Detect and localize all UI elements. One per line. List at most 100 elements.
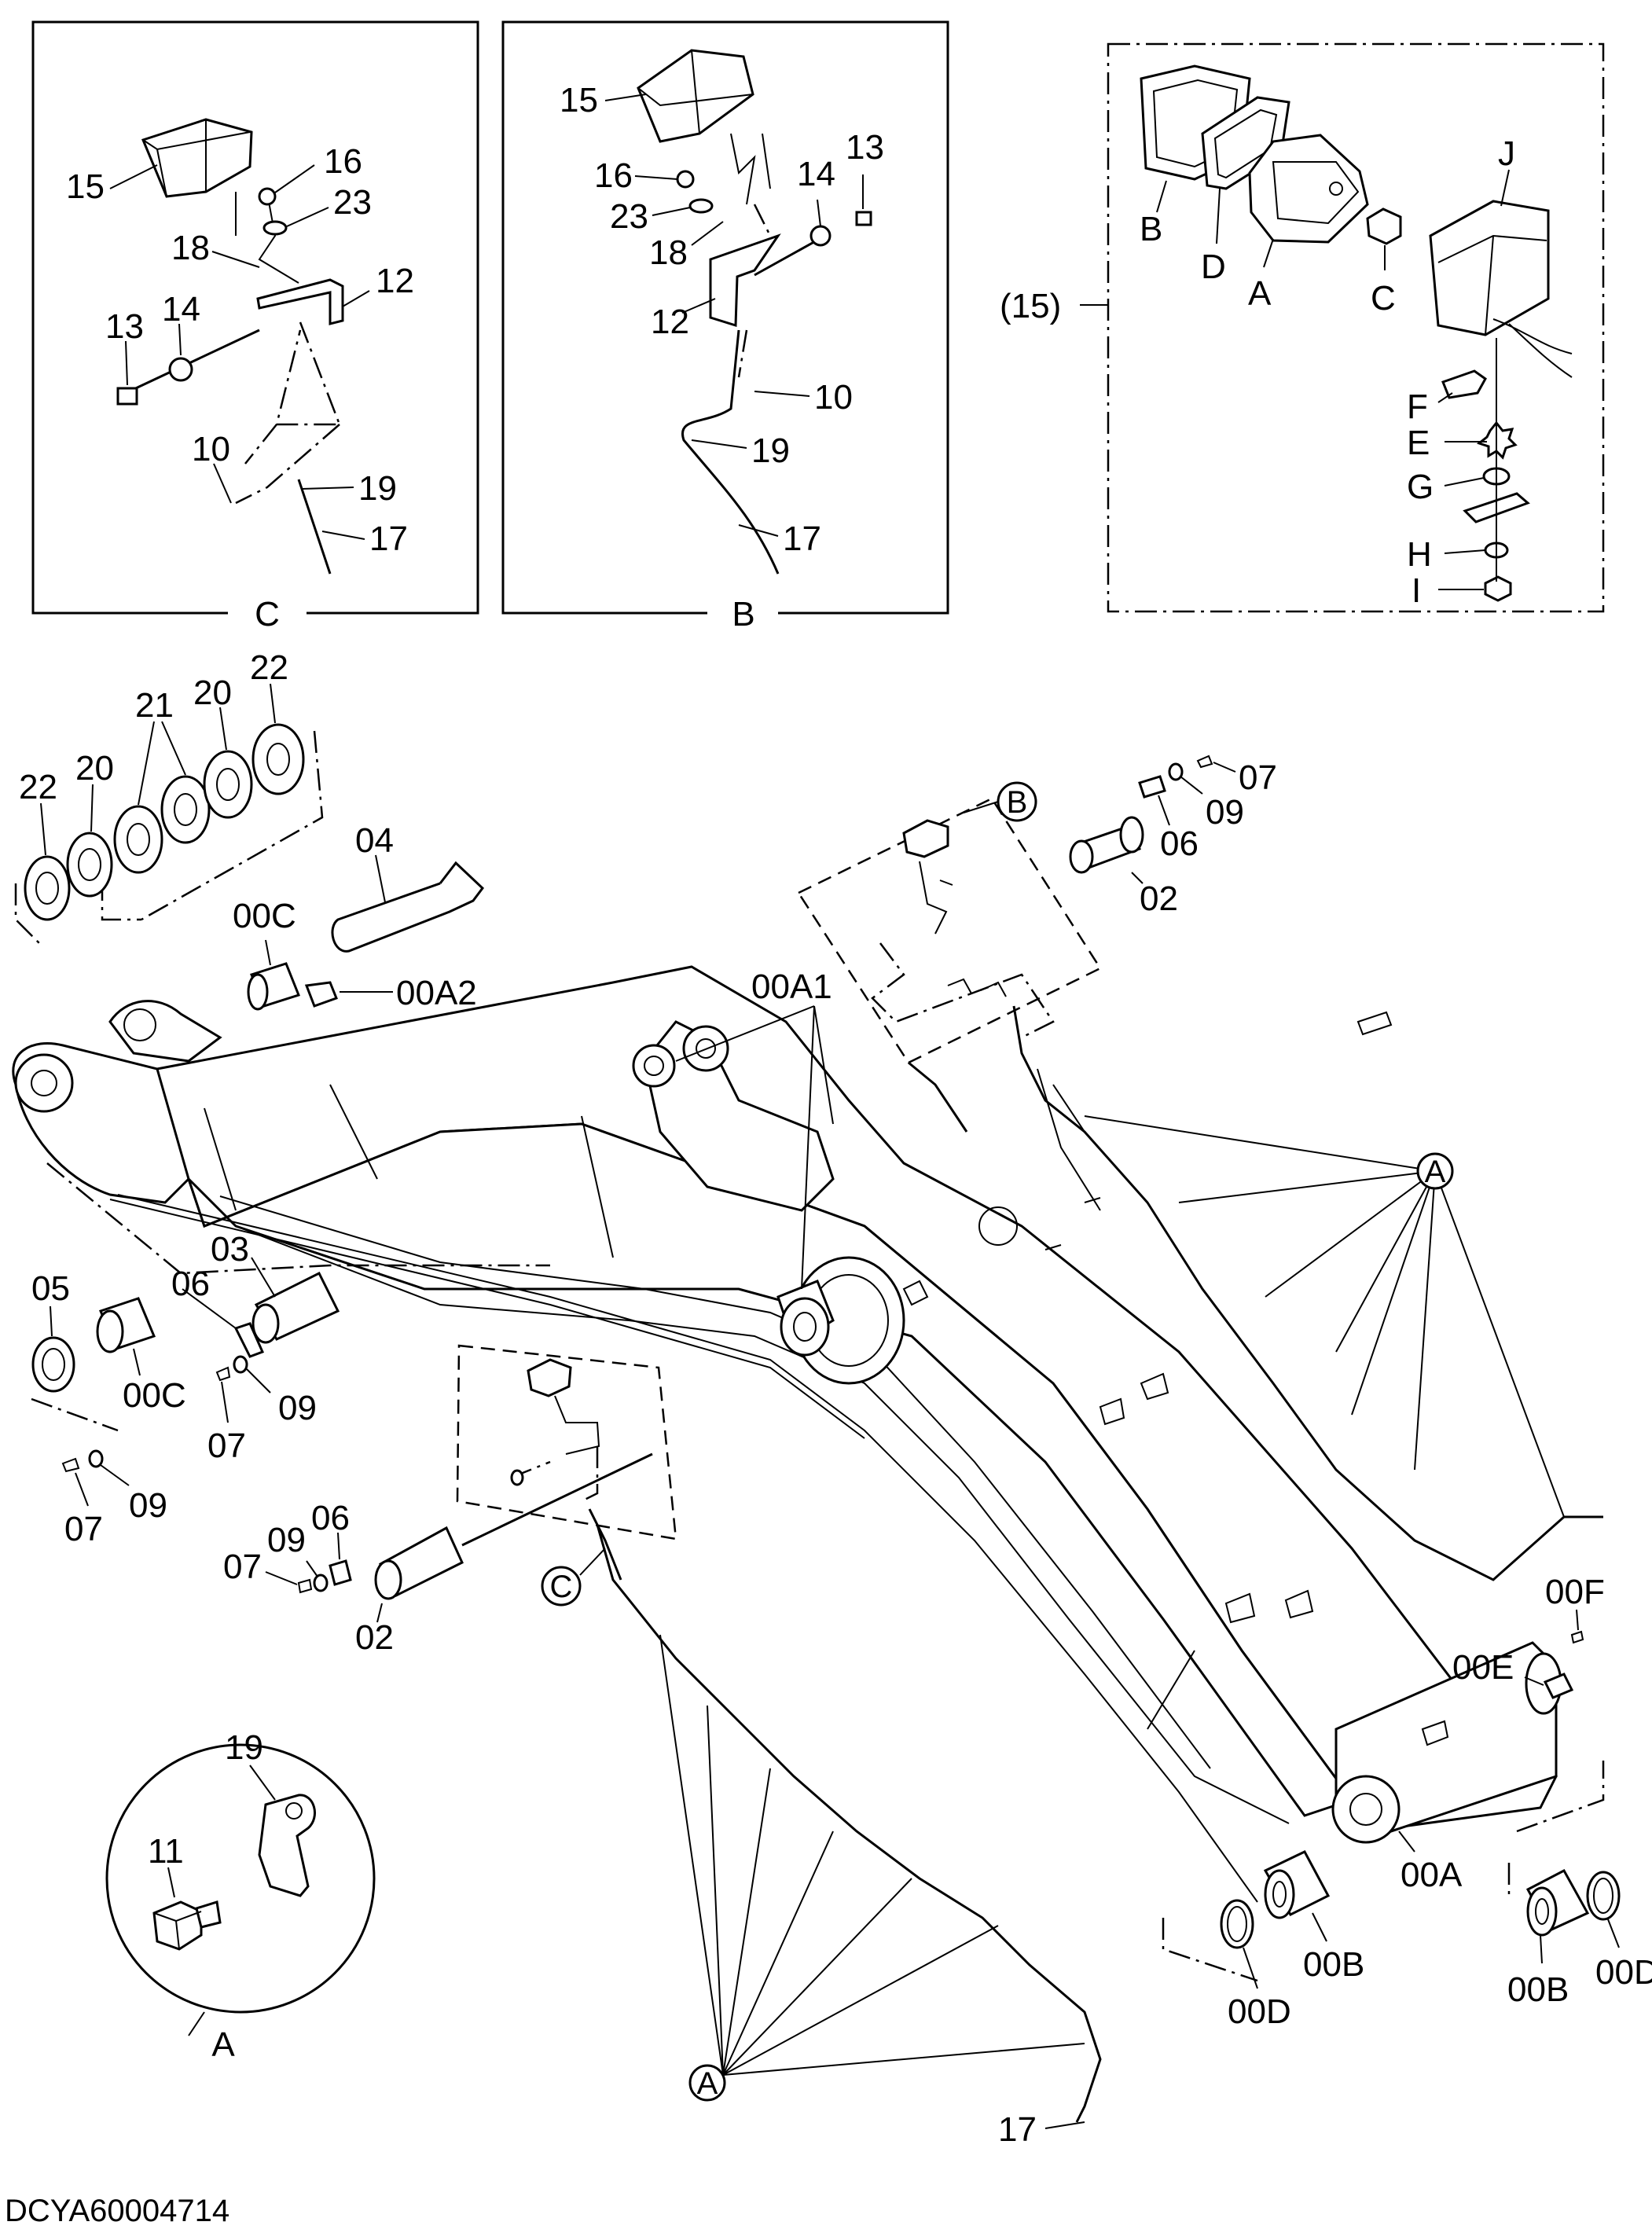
boom-top-pin-label: 00A xyxy=(1398,1831,1463,1894)
label-15-b: 15 xyxy=(560,81,598,119)
lamp-label-a: A xyxy=(1248,274,1272,313)
view-c-title: C xyxy=(255,595,280,633)
harness-17 xyxy=(109,1005,1603,2123)
bolt-13-b xyxy=(855,211,872,226)
view-c-frame xyxy=(31,20,479,615)
work-lamp-c xyxy=(141,118,253,198)
label-14-b: 14 xyxy=(797,155,835,193)
label-00b-right: 00B xyxy=(1507,1970,1569,2009)
shim-21-a xyxy=(113,805,163,874)
label-22-right: 22 xyxy=(250,648,288,687)
washer-23-c xyxy=(262,220,288,236)
callout-b-label: B xyxy=(1007,785,1028,820)
washer-23-b xyxy=(688,198,714,214)
pin-02-top: 02 xyxy=(1069,816,1178,918)
lamp-label-b: B xyxy=(1140,210,1162,248)
keeper-06-left: 06 xyxy=(171,1265,265,1358)
label-18-b: 18 xyxy=(649,233,688,272)
view-c-panel: C 15 16 23 18 12 14 13 10 19 17 xyxy=(31,20,479,633)
label-00c-bottom: 00C xyxy=(123,1376,186,1415)
bushing-00b-left: 00B xyxy=(1263,1850,1364,1984)
bolt-07-lower-left: 07 xyxy=(61,1457,103,1548)
label-23-c: 23 xyxy=(333,183,372,222)
label-07-left: 07 xyxy=(207,1427,246,1465)
lamp-bracket-b xyxy=(709,233,781,328)
shim-stack: 22 20 21 20 22 xyxy=(14,648,324,944)
label-17-b: 17 xyxy=(783,520,821,558)
callout-a-top xyxy=(1416,1152,1454,1190)
label-02-top: 02 xyxy=(1140,879,1178,918)
label-22-left: 22 xyxy=(19,768,57,806)
lamp-case-j xyxy=(1429,200,1550,336)
stopper-00e: 00E xyxy=(1452,1648,1574,1699)
lamp-bulb-c xyxy=(1366,207,1402,245)
keeper-06-bottom: 06 xyxy=(311,1499,352,1586)
label-07-bottom: 07 xyxy=(223,1548,262,1586)
washer-14-b xyxy=(809,225,832,247)
lamp-housing-a xyxy=(1248,134,1369,244)
label-23-b: 23 xyxy=(610,197,648,236)
label-09-bottom: 09 xyxy=(267,1521,306,1559)
label-07-top: 07 xyxy=(1239,758,1277,797)
harness-c xyxy=(297,479,332,575)
callout-c xyxy=(541,1566,582,1607)
label-05: 05 xyxy=(31,1269,70,1308)
label-00a1: 00A1 xyxy=(751,968,832,1006)
view-b-panel: B 15 16 23 18 12 14 13 10 19 17 xyxy=(501,20,949,633)
bolt-16-b xyxy=(676,170,695,189)
label-00b-left: 00B xyxy=(1303,1945,1364,1984)
label-20-left: 20 xyxy=(75,749,114,788)
lamp-bracket-c xyxy=(256,278,344,325)
bolt-13-c xyxy=(116,387,138,406)
label-00e: 00E xyxy=(1452,1648,1514,1687)
label-03: 03 xyxy=(211,1230,249,1269)
lamp-label-g: G xyxy=(1407,468,1434,506)
bolt-16-c xyxy=(258,187,277,206)
label-04: 04 xyxy=(355,821,394,860)
work-lamp-b xyxy=(637,49,754,143)
shim-21-b xyxy=(160,775,211,844)
label-17-c: 17 xyxy=(369,520,408,558)
keeper-06-top: 06 xyxy=(1138,775,1199,863)
label-18-c: 18 xyxy=(171,229,210,267)
callout-a-leaders: A A xyxy=(659,1115,1565,2102)
stopper-00a2: 00A2 xyxy=(304,974,477,1012)
clip-19 xyxy=(258,1794,316,1897)
label-15-c: 15 xyxy=(66,167,105,206)
callout-a-bottom xyxy=(688,2064,726,2102)
bushing-00b-right: 00B xyxy=(1507,1868,1590,2009)
washer-14-c xyxy=(168,357,193,382)
washer-09-bottom: 09 xyxy=(267,1521,329,1592)
lamp-assy-panel: (15) B D A C J F E G H xyxy=(1000,42,1605,613)
label-09-lower-left: 09 xyxy=(129,1486,167,1525)
lamp-label-j: J xyxy=(1498,134,1515,173)
callout-a-top-label: A xyxy=(1425,1155,1446,1189)
bracket-boss-2 xyxy=(632,1044,676,1088)
bolt-00f: 00F xyxy=(1545,1573,1605,1644)
shim-22-right xyxy=(251,723,305,795)
label-06-top: 06 xyxy=(1160,824,1199,863)
bolt-07-top: 07 xyxy=(1196,755,1277,797)
label-20-right: 20 xyxy=(193,674,232,712)
label-12-c: 12 xyxy=(376,262,414,300)
label-11: 11 xyxy=(148,1832,184,1871)
label-09-top: 09 xyxy=(1206,793,1244,832)
boom-upper-plate xyxy=(156,965,1558,1833)
boom-lamp-b-group: B xyxy=(797,781,1102,1133)
bolt-07-left: 07 xyxy=(207,1366,246,1465)
detail-a: A 11 19 xyxy=(105,1728,376,2064)
label-14-c: 14 xyxy=(162,290,200,329)
label-09-left: 09 xyxy=(278,1389,317,1427)
label-16-b: 16 xyxy=(594,156,633,195)
label-00d-left: 00D xyxy=(1228,1992,1291,2031)
label-13-c: 13 xyxy=(105,307,144,346)
label-00c-top: 00C xyxy=(233,897,296,935)
lamp-screw-f xyxy=(1441,369,1487,399)
label-21: 21 xyxy=(135,686,174,725)
label-06-bottom: 06 xyxy=(311,1499,350,1537)
label-00d-right: 00D xyxy=(1595,1953,1652,1992)
bolt-11 xyxy=(152,1900,222,1951)
washer-09-left: 09 xyxy=(233,1355,317,1427)
label-13-b: 13 xyxy=(846,128,884,167)
label-00f: 00F xyxy=(1545,1573,1605,1611)
